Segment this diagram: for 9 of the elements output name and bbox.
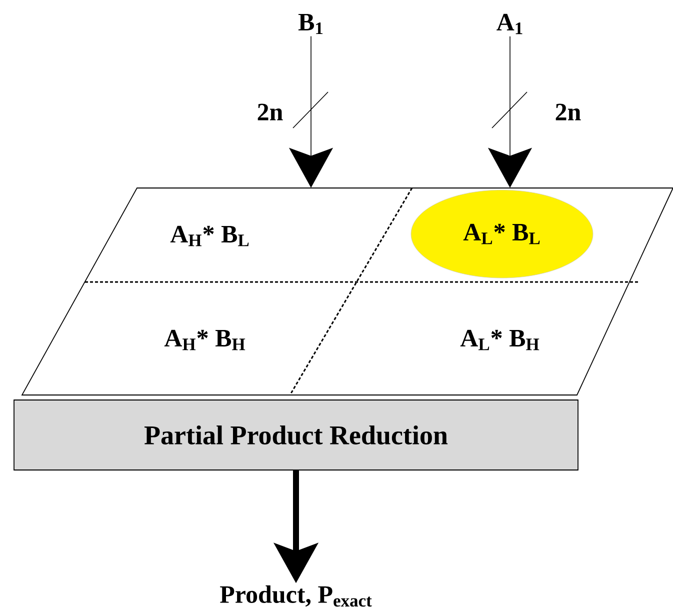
cell-label: A$_{H}$* B$_{L}$	[170, 226, 249, 246]
signal-label: B$_{1}$	[298, 14, 323, 34]
edge-label: 2n	[256, 102, 284, 122]
signal-label: Product, P$_{exact}$	[220, 585, 372, 607]
process-box: Partial Product Reduction	[14, 400, 578, 470]
signal-label: A$_{1}$	[496, 14, 522, 34]
cell-label: A$_{H}$* B$_{H}$	[164, 330, 246, 350]
edge-label: 2n	[554, 102, 582, 122]
cell-label: A$_{L}$* B$_{H}$	[460, 330, 540, 350]
